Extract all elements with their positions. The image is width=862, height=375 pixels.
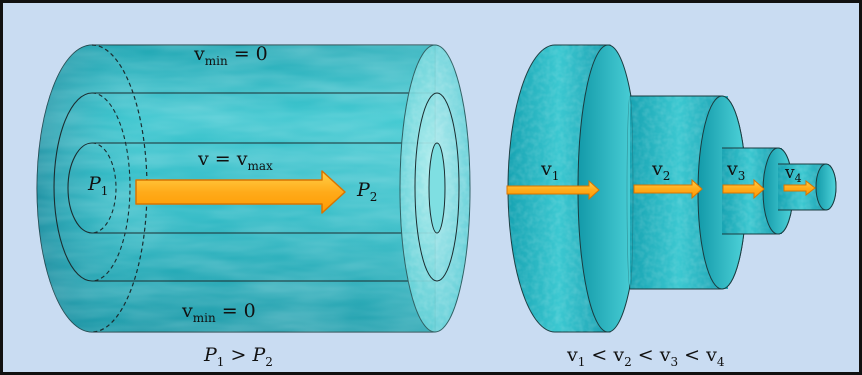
outlet-middle-ring (414, 92, 460, 282)
flow-arrow-icon (506, 179, 600, 201)
label-v1: v1 (540, 158, 559, 183)
flow-arrow-icon (135, 170, 346, 214)
stepped-pipe-figure (506, 44, 837, 333)
caption-velocity: v1 < v2 < v3 < v4 (566, 344, 725, 369)
label-v-min-top: vmin = 0 (193, 43, 268, 68)
outlet-inner-ring (428, 142, 446, 234)
label-p1: P1 (87, 173, 108, 198)
label-v-max: v = vmax (197, 148, 273, 173)
middle-layer-dashed (91, 92, 131, 282)
label-p2: P2 (356, 179, 377, 204)
label-v2: v2 (651, 158, 670, 183)
label-v3: v3 (726, 158, 745, 183)
flow-arrow-icon (783, 179, 816, 197)
inner-flow-core (67, 142, 438, 234)
flow-arrow-icon (722, 178, 765, 200)
label-v4: v4 (784, 163, 802, 185)
pipe-figure (36, 44, 471, 333)
middle-flow-layer (53, 92, 438, 282)
caption-pressure: P1 > P2 (203, 344, 273, 369)
label-v-min-bottom: vmin = 0 (181, 300, 256, 325)
flow-arrow-icon (633, 178, 703, 200)
